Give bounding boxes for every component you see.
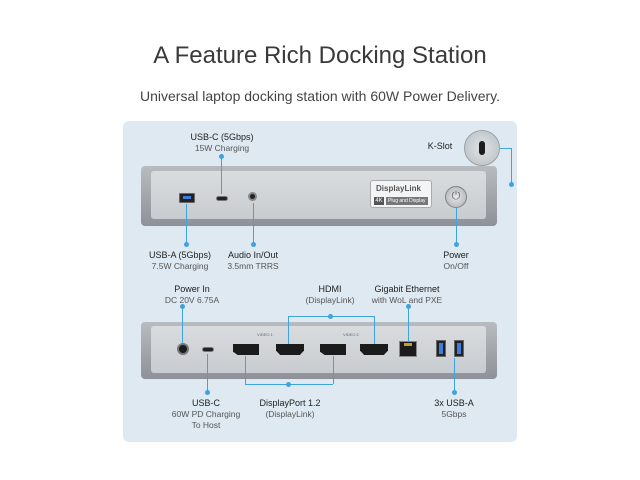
callout-dot-usbc-front [219,154,224,159]
callout-dot-ethernet [406,304,411,309]
callout-dot-usba-rear [452,390,457,395]
callout-hdmi-right [374,316,375,344]
displaylink-4k-badge: 4K [374,197,384,205]
callout-dp-left [245,356,246,384]
label-power: Power On/Off [443,250,469,271]
callout-usba-rear [454,358,455,392]
callout-dot-power-in [180,304,185,309]
displaylink-brand: DisplayLink [376,184,421,193]
callout-dot-usbc-rear [205,390,210,395]
hdmi-port-2 [360,344,388,355]
front-usba-port [179,193,195,203]
kslot-callout-line-v [511,148,512,184]
callout-usbc-rear [207,354,208,392]
label-displayport: DisplayPort 1.2 (DisplayLink) [259,398,321,419]
callout-power-in [182,306,183,343]
rear-usba-port-2 [454,340,464,357]
displaylink-tagline: Plug and Display [386,197,428,205]
kslot-lock [464,130,500,166]
page-subtitle: Universal laptop docking station with 60… [139,88,500,104]
callout-dot-dp [286,382,291,387]
displayport-1 [233,344,259,355]
label-hdmi: HDMI (DisplayLink) [305,284,355,305]
label-ethernet: Gigabit Ethernet with WoL and PXE [371,284,443,305]
dc-power-in-port [177,343,189,355]
video1-marking: VIDEO 1 [257,332,273,337]
displaylink-logo: DisplayLink 4K Plug and Display [370,180,432,208]
power-button: ⏻ [445,186,467,208]
rear-usbc-port [202,347,214,352]
label-usbc-rear: USB-C 60W PD Charging To Host [171,398,241,430]
label-power-in: Power In DC 20V 6.75A [164,284,220,305]
power-icon: ⏻ [451,190,461,202]
callout-usbc-front [221,156,222,194]
callout-dot-usba-front [184,242,189,247]
callout-audio [253,203,254,244]
callout-usba-front [186,204,187,244]
label-usba-rear: 3x USB-A 5Gbps [434,398,474,419]
displayport-2 [320,344,346,355]
callout-dot-hdmi [328,314,333,319]
audio-jack [248,192,257,201]
kslot-callout-line [500,148,511,149]
dock-front-face [151,171,486,219]
label-kslot: K-Slot [427,141,453,151]
label-audio: Audio In/Out 3.5mm TRRS [227,250,279,271]
callout-dp-right [333,356,334,384]
ethernet-port [399,341,417,357]
callout-dot-power [454,242,459,247]
kslot-callout-dot [509,182,514,187]
front-usbc-port [216,196,228,201]
rear-usba-port-1 [436,340,446,357]
page-title: A Feature Rich Docking Station [153,42,487,69]
callout-ethernet [408,306,409,341]
hdmi-port-1 [276,344,304,355]
label-usba-front: USB-A (5Gbps) 7.5W Charging [148,250,212,271]
callout-power [456,208,457,244]
video2-marking: VIDEO 2 [343,332,359,337]
callout-hdmi-left [288,316,289,344]
label-usbc-front: USB-C (5Gbps) 15W Charging [190,132,254,153]
callout-dot-audio [251,242,256,247]
